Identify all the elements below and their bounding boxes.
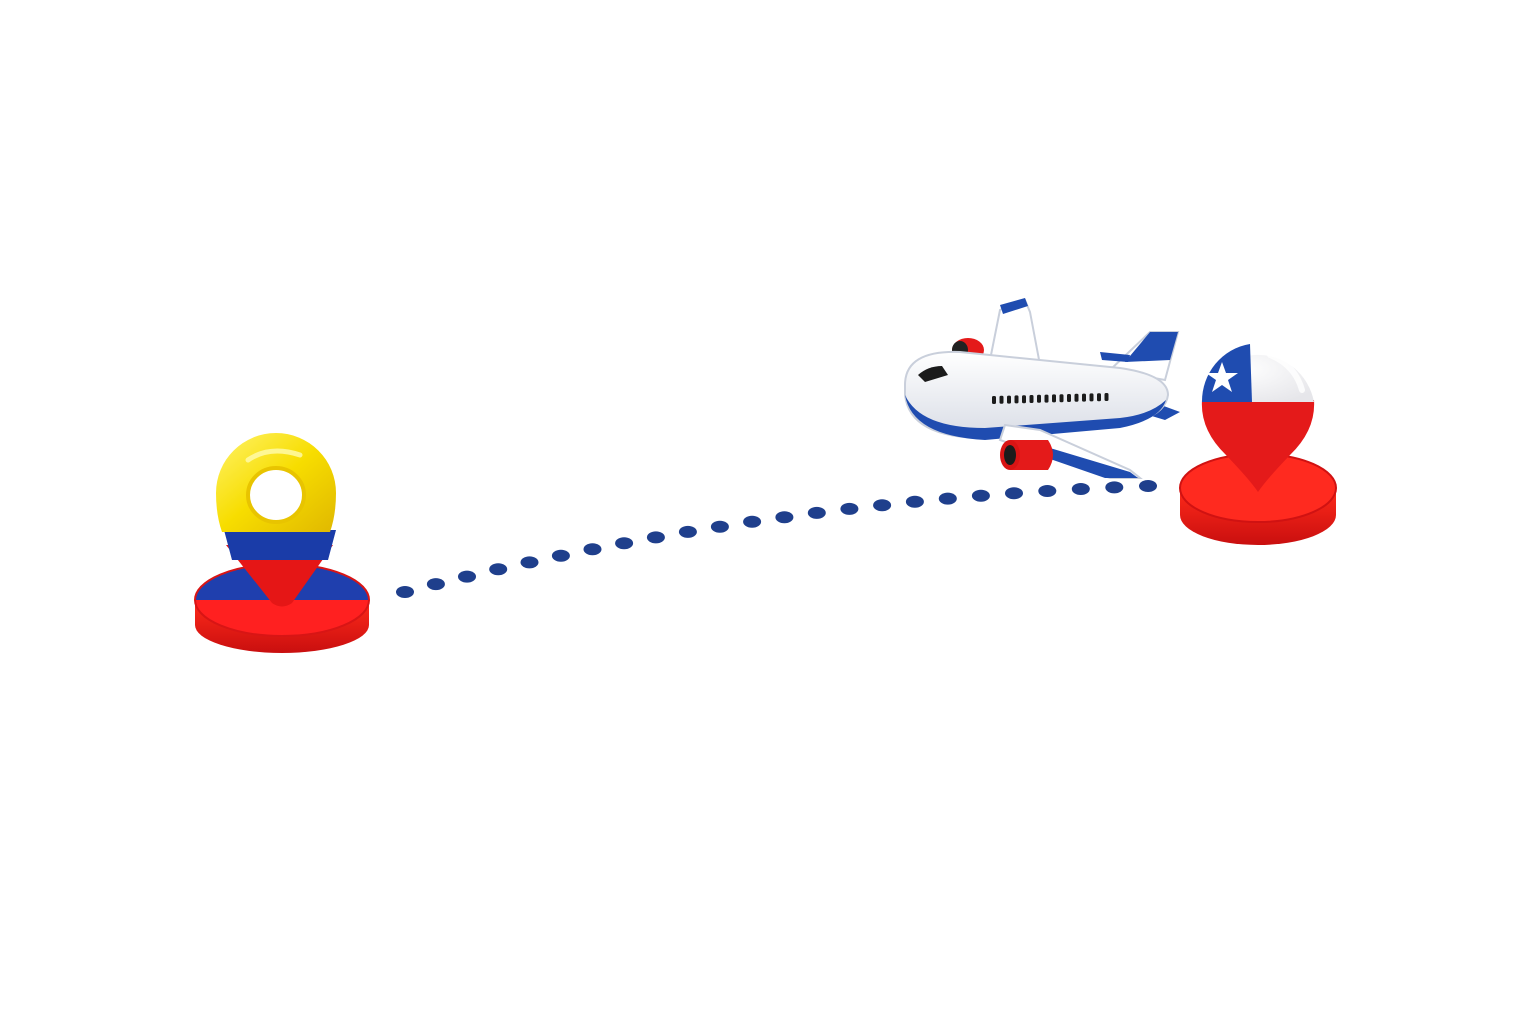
- route-dot: [615, 537, 634, 550]
- origin-pin: [216, 433, 336, 607]
- destination-pin: [1201, 344, 1315, 492]
- route-dot: [1139, 480, 1157, 492]
- route-dot: [646, 531, 665, 544]
- plane-window: [992, 396, 996, 404]
- route-dot: [520, 556, 539, 569]
- route-dot: [938, 492, 957, 505]
- plane-window: [1097, 393, 1101, 402]
- plane-window: [1007, 395, 1011, 404]
- route-dot: [971, 489, 990, 502]
- plane-window: [1082, 393, 1086, 402]
- route-dot: [1071, 483, 1090, 495]
- route-dot: [873, 499, 892, 512]
- route-dot: [710, 520, 729, 533]
- airplane-icon: [904, 298, 1180, 479]
- plane-window: [1022, 395, 1026, 404]
- star-icon: [1206, 362, 1238, 392]
- route-dot: [583, 543, 602, 556]
- plane-window: [1089, 393, 1094, 402]
- plane-window: [1074, 393, 1079, 402]
- route-dot: [775, 511, 794, 524]
- route-dot: [807, 506, 826, 519]
- route-dot: [396, 586, 414, 598]
- route-dot: [905, 495, 924, 508]
- plane-window: [1037, 394, 1041, 403]
- route-dot: [1038, 485, 1057, 497]
- plane-window: [1104, 393, 1109, 401]
- route-dot: [458, 570, 476, 583]
- plane-window: [1014, 395, 1019, 404]
- plane-window: [999, 395, 1004, 404]
- route-dot: [1005, 487, 1023, 500]
- route-dot: [678, 525, 697, 538]
- route-dot: [489, 563, 508, 576]
- destination-marker-chile: [1179, 344, 1337, 545]
- route-dot: [551, 549, 570, 562]
- route-dot: [840, 502, 859, 515]
- origin-marker-colombia: [194, 433, 370, 653]
- route-dot: [426, 578, 445, 591]
- plane-window: [1067, 394, 1071, 402]
- plane-window: [1029, 395, 1034, 403]
- plane-window: [1059, 394, 1064, 403]
- route-dotted-line: [396, 480, 1157, 598]
- route-dot: [743, 515, 762, 528]
- plane-window: [1044, 394, 1049, 403]
- plane-window: [1052, 394, 1056, 403]
- route-dot: [1105, 481, 1124, 494]
